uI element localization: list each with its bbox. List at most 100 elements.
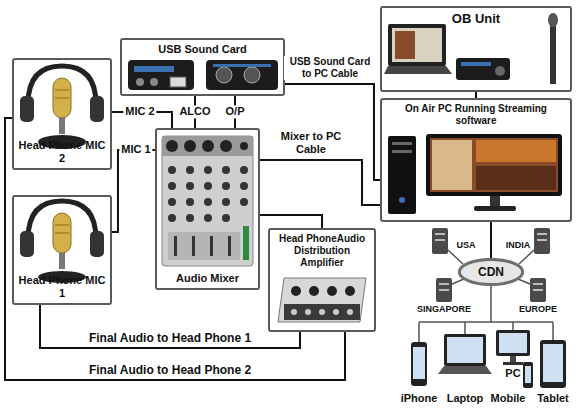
cdn-ellipse: CDN: [458, 258, 524, 286]
amplifier-icon: [291, 309, 297, 315]
amplifier-icon: [347, 309, 353, 315]
headset-mic-icon: [55, 233, 69, 234]
headset-mic-icon: [55, 98, 69, 99]
cable-label: Mixer to PC Cable: [269, 130, 353, 156]
server-icon: [519, 250, 534, 264]
amplifier-icon: [291, 286, 301, 296]
server-icon: [537, 233, 547, 235]
amplifier-icon: [278, 278, 366, 322]
amplifier-icon: [284, 304, 360, 320]
mixer-icon: [192, 236, 195, 256]
cable-connector: [490, 222, 492, 258]
node-title: Head PhoneAudio Distribution Amplifier: [274, 233, 370, 269]
headset-mic-icon: [20, 66, 104, 149]
server-icon: [533, 283, 543, 285]
cable-label: MIC 1: [119, 143, 152, 156]
amplifier-icon: [345, 286, 355, 296]
computer-icon: [430, 138, 558, 192]
headset-mic-icon: [90, 96, 104, 122]
mixer-icon: [166, 140, 178, 152]
headset-mic-icon: [90, 231, 104, 257]
cable-label: MIC 2: [123, 105, 156, 118]
computer-icon: [399, 197, 405, 203]
device-name: PC: [505, 367, 520, 380]
computer-icon: [392, 150, 412, 153]
cable-label: ALCO: [177, 105, 212, 118]
mixer-icon: [168, 166, 248, 222]
sound-card-icon: [150, 78, 158, 86]
ob-unit-icon: [495, 66, 505, 76]
mixer-icon: [186, 182, 194, 190]
amplifier-icon: [309, 286, 319, 296]
amplifier-icon: [327, 286, 337, 296]
mixer-icon: [220, 140, 232, 152]
ob-unit-icon: [550, 22, 556, 84]
node-title: On Air PC Running Streaming software: [386, 103, 566, 127]
server-icon: [436, 278, 452, 302]
cable-label: O/P: [224, 105, 247, 118]
amplifier-icon: [333, 309, 339, 315]
device-icons: [411, 330, 566, 388]
computer-icon: [388, 134, 562, 214]
device-icons: [496, 330, 530, 356]
node-title: Audio Mixer: [176, 272, 239, 285]
on-air-pc-box: On Air PC Running Streaming software: [380, 98, 572, 222]
server-icon: [439, 289, 449, 291]
cable-label: Final Audio to Head Phone 1: [87, 331, 253, 345]
ob-unit-icon: [548, 13, 558, 27]
headset-mic-icon: [55, 225, 69, 226]
computer-icon: [388, 136, 416, 214]
device-name: Laptop: [447, 392, 484, 405]
sound-card-icon: [206, 60, 278, 90]
mixer-icon: [240, 166, 248, 174]
mixer-icon: [222, 198, 230, 206]
mixer-icon: [204, 214, 212, 222]
mixer-icon: [174, 236, 177, 256]
cable-connector: [260, 215, 322, 228]
device-name: iPhone: [401, 392, 438, 405]
device-icons: [543, 344, 563, 382]
mixer-icon: [240, 142, 248, 150]
mixer-icon: [202, 140, 214, 152]
headset-mic-box: Head Phone MIC 2: [12, 58, 112, 170]
mixer-icon: [168, 214, 176, 222]
device-icons: [411, 342, 427, 386]
device-link-lines: [419, 321, 553, 323]
device-icons: [447, 337, 483, 363]
sound-card-icon: [134, 66, 174, 72]
ob-unit-icon: [384, 66, 452, 74]
cdn-outline: [459, 259, 522, 284]
sound-card-icon: [128, 60, 278, 90]
mixer-icon: [162, 136, 253, 266]
device-icons: [540, 340, 566, 388]
server-icon: [448, 250, 463, 264]
mixer-icon: [186, 198, 194, 206]
cable-connector: [112, 150, 155, 232]
computer-icon: [474, 206, 516, 211]
mixer-icon: [186, 214, 194, 222]
ob-unit-icon: [395, 31, 415, 59]
mixer-box: Audio Mixer: [155, 128, 260, 290]
device-link-lines: [490, 286, 492, 322]
mixer-icon: [204, 182, 212, 190]
server-icon: [518, 279, 530, 284]
server-icon: [432, 228, 448, 254]
headset-mic-icon: [53, 78, 71, 118]
sound-card-icon: [170, 77, 186, 87]
amplifier-icon: [278, 278, 366, 322]
mixer-icon: [240, 198, 248, 206]
headset-mic-icon: [20, 201, 104, 283]
sound-card-box: USB Sound Card: [120, 38, 285, 96]
server-location: EUROPE: [519, 304, 557, 315]
server-location: USA: [456, 240, 475, 251]
node-title: Head Phone MIC 1: [18, 274, 106, 300]
cable-connector: [260, 160, 380, 205]
device-icons: [503, 362, 523, 365]
amplifier-icon: [319, 309, 325, 315]
server-icon: [537, 239, 547, 241]
sound-card-icon: [128, 60, 194, 90]
computer-icon: [476, 166, 556, 190]
node-title: CDN: [478, 265, 504, 279]
mixer-icon: [168, 182, 176, 190]
headset-mic-icon: [59, 118, 65, 134]
